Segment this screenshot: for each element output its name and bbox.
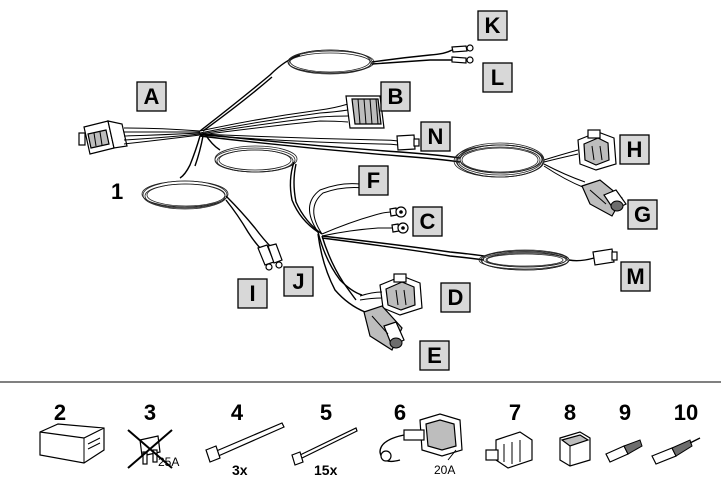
label-c: C	[412, 206, 443, 237]
branch-center	[204, 133, 618, 351]
connector-b	[345, 95, 385, 129]
connector-a	[78, 120, 128, 155]
label-g: G	[627, 199, 658, 230]
svg-text:5: 5	[320, 400, 332, 425]
svg-text:10: 10	[674, 400, 698, 425]
part-6: 6 20A	[379, 400, 463, 477]
svg-text:15x: 15x	[314, 462, 338, 478]
svg-text:F: F	[367, 168, 380, 193]
label-d: D	[440, 282, 471, 313]
svg-text:20A: 20A	[434, 463, 455, 477]
label-f: F	[358, 165, 389, 196]
connector-h	[577, 129, 617, 171]
svg-text:4: 4	[231, 400, 244, 425]
ring-terminal-c1	[389, 206, 407, 218]
label-a: A	[136, 81, 167, 112]
svg-text:3x: 3x	[232, 462, 248, 478]
label-i: I	[237, 278, 268, 309]
svg-text:2: 2	[54, 400, 66, 425]
svg-text:9: 9	[619, 400, 631, 425]
label-n: N	[420, 121, 451, 152]
svg-text:H: H	[627, 137, 643, 162]
connector-e	[363, 305, 405, 351]
part-2: 2	[39, 400, 105, 464]
connector-d	[359, 273, 423, 316]
svg-text:K: K	[485, 13, 501, 38]
connector-g	[581, 179, 627, 217]
label-e: E	[419, 340, 450, 371]
connector-j	[267, 243, 283, 269]
svg-text:G: G	[634, 202, 651, 227]
part-9: 9	[605, 400, 643, 463]
part-5: 5 15x	[291, 400, 358, 478]
label-h: H	[619, 134, 650, 165]
svg-text:25A: 25A	[158, 455, 179, 469]
svg-text:D: D	[448, 285, 464, 310]
svg-text:6: 6	[394, 400, 406, 425]
branch-k-l	[199, 44, 474, 132]
svg-text:N: N	[428, 124, 444, 149]
ring-terminal-c2	[391, 222, 409, 234]
branch-b	[199, 95, 385, 136]
branch-h-g	[199, 129, 627, 217]
svg-text:C: C	[420, 209, 436, 234]
svg-text:A: A	[144, 84, 160, 109]
label-b: B	[380, 81, 411, 112]
harness-trunk	[123, 127, 201, 145]
connector-n	[396, 134, 420, 151]
svg-text:B: B	[388, 84, 404, 109]
part-8: 8	[559, 400, 591, 467]
svg-text:7: 7	[509, 400, 521, 425]
main-harness	[78, 44, 627, 351]
label-m: M	[620, 261, 651, 292]
svg-text:J: J	[292, 269, 304, 294]
svg-text:L: L	[491, 65, 504, 90]
label-j: J	[283, 266, 314, 297]
connector-m	[592, 248, 618, 266]
label-l: L	[482, 62, 513, 93]
svg-text:E: E	[427, 343, 442, 368]
harness-number: 1	[111, 179, 123, 204]
part-7: 7	[485, 400, 533, 469]
part-4: 4 3x	[205, 400, 285, 478]
svg-text:I: I	[249, 281, 255, 306]
part-3: 3 25A	[127, 400, 179, 469]
svg-text:3: 3	[144, 400, 156, 425]
svg-text:8: 8	[564, 400, 576, 425]
label-k: K	[477, 10, 508, 41]
branch-i-j	[141, 135, 283, 271]
part-10: 10	[651, 400, 701, 465]
svg-text:M: M	[626, 264, 644, 289]
